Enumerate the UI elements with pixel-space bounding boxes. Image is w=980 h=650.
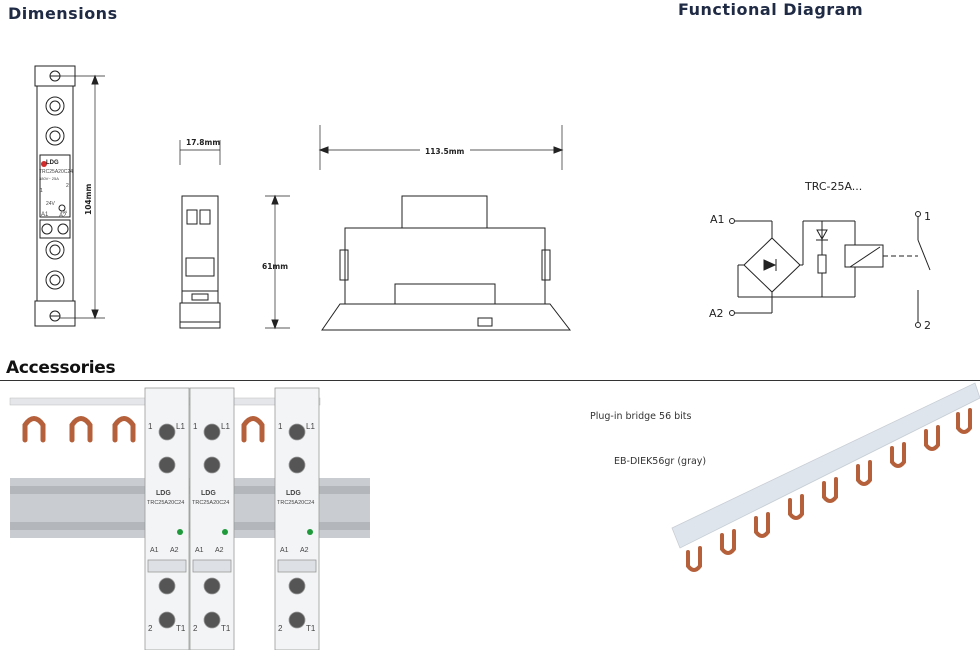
module3-terminal-1: 1 bbox=[278, 422, 283, 431]
accessory-name: Plug-in bridge 56 bits bbox=[590, 411, 692, 422]
module2-a1: A1 bbox=[195, 547, 204, 554]
a1-label: A1 bbox=[41, 212, 49, 218]
top-view-drawing bbox=[318, 125, 572, 331]
rating-label-small: 380V~ 25A bbox=[39, 176, 59, 181]
module2-brand: LDG bbox=[201, 490, 216, 497]
dimensions-heading: Dimensions bbox=[8, 4, 118, 23]
accessories-heading: Accessories bbox=[6, 358, 116, 378]
section-divider bbox=[0, 380, 980, 381]
front-view-drawing bbox=[34, 65, 105, 327]
coil-voltage-label: 24V bbox=[46, 201, 55, 207]
module2-terminal-1: 1 bbox=[193, 422, 198, 431]
model-label-small: TRC25A20C24 bbox=[39, 169, 73, 175]
side-view-drawing bbox=[179, 140, 290, 330]
module1-model: TRC25A20C24 bbox=[147, 500, 185, 506]
length-dimension-label: 113.5mm bbox=[425, 147, 465, 156]
height-dimension-label: 61mm bbox=[262, 262, 289, 271]
brand-dot bbox=[41, 161, 47, 167]
a2-label: A2 bbox=[59, 213, 67, 219]
module1-terminal-2: 2 bbox=[148, 624, 153, 633]
terminal-1-label: 1 bbox=[924, 210, 931, 223]
on-label: ON bbox=[61, 209, 67, 214]
circuit-diagram bbox=[729, 211, 931, 328]
module1-terminal-1: 1 bbox=[148, 422, 153, 431]
terminal-2-label: 2 bbox=[924, 319, 931, 332]
module1-terminal-l1: L1 bbox=[176, 422, 185, 431]
contact-1-label: 1 bbox=[40, 188, 43, 194]
relay-model-label: TRC-25A... bbox=[805, 180, 863, 193]
module3-model: TRC25A20C24 bbox=[277, 500, 315, 506]
relay-modules bbox=[144, 387, 320, 650]
module3-a2: A2 bbox=[300, 547, 309, 554]
width-dimension-label: 17.8mm bbox=[186, 138, 221, 147]
module3-terminal-2: 2 bbox=[278, 624, 283, 633]
terminal-a1-label: A1 bbox=[710, 213, 725, 226]
copper-forks bbox=[22, 416, 265, 443]
module2-terminal-2: 2 bbox=[193, 624, 198, 633]
plug-in-bridge-illustration bbox=[671, 382, 980, 572]
module3-terminal-t1: T1 bbox=[306, 624, 316, 633]
total-height-dimension-label: 104mm bbox=[84, 183, 93, 215]
module2-terminal-t1: T1 bbox=[221, 624, 231, 633]
module2-model: TRC25A20C24 bbox=[192, 500, 230, 506]
module2-a2: A2 bbox=[215, 547, 224, 554]
module2-terminal-l1: L1 bbox=[221, 422, 230, 431]
module1-brand: LDG bbox=[156, 490, 171, 497]
module3-brand: LDG bbox=[286, 490, 301, 497]
module1-a2: A2 bbox=[170, 547, 179, 554]
module1-a1: A1 bbox=[150, 547, 159, 554]
accessory-code: EB-DIEK56gr (gray) bbox=[614, 456, 707, 467]
module3-a1: A1 bbox=[280, 547, 289, 554]
brand-label: LDG bbox=[46, 160, 59, 166]
contact-2-label: 2 bbox=[66, 183, 69, 189]
functional-diagram-heading: Functional Diagram bbox=[678, 0, 864, 19]
module3-terminal-l1: L1 bbox=[306, 422, 315, 431]
terminal-a2-label: A2 bbox=[709, 307, 724, 320]
module1-terminal-t1: T1 bbox=[176, 624, 186, 633]
